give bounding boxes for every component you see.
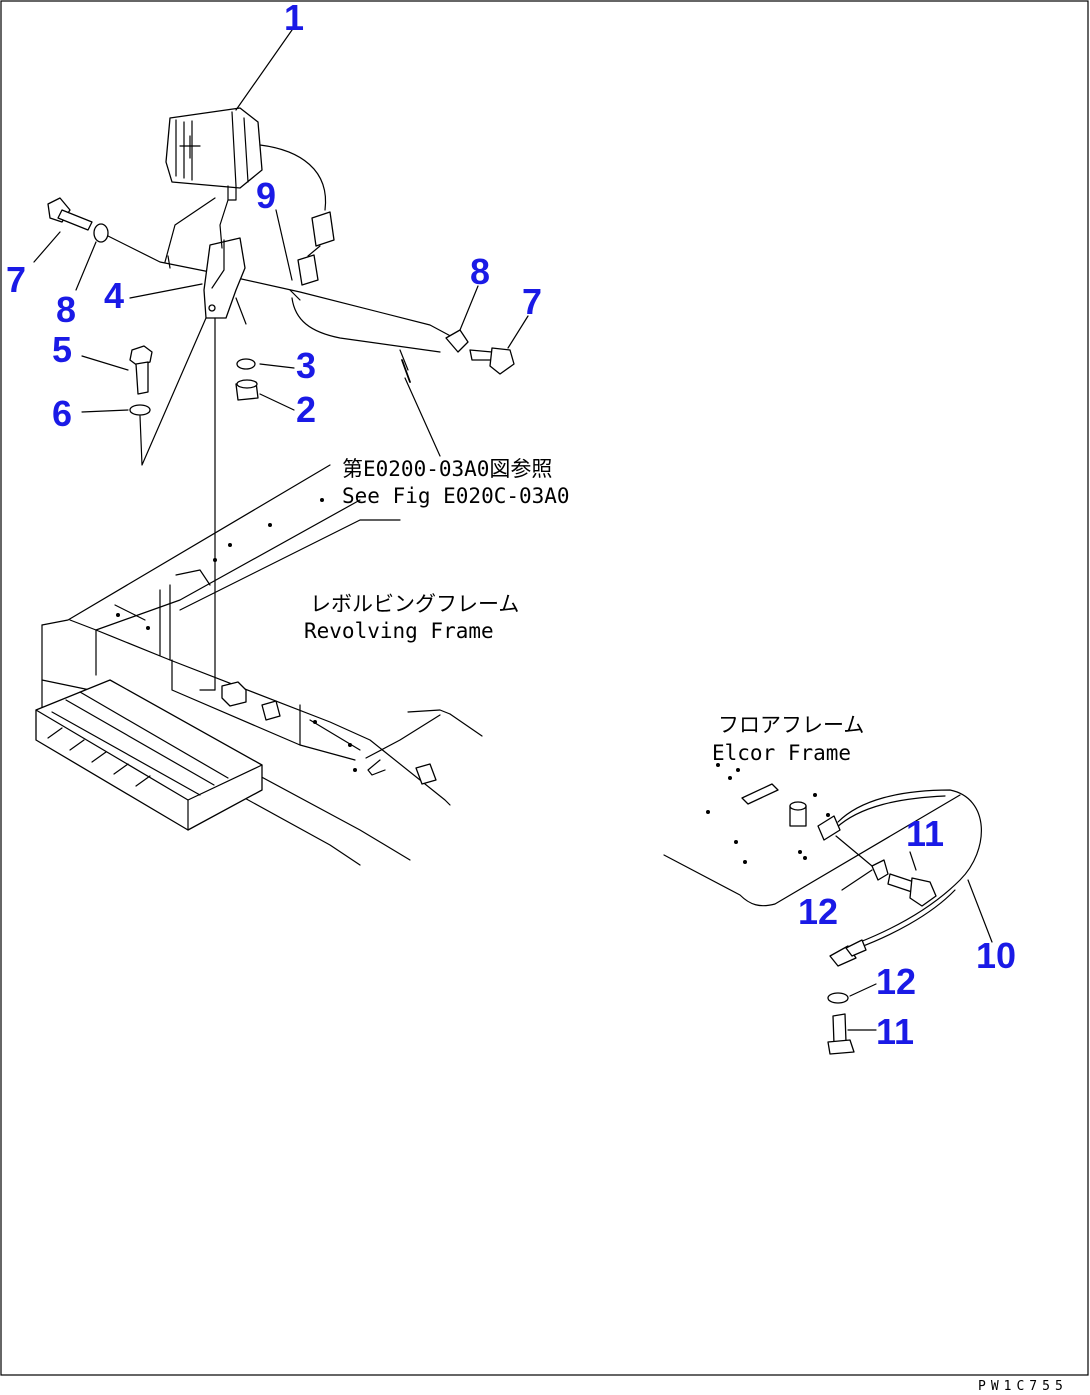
callout-1: 1 [284,0,304,38]
callout-4: 4 [104,275,124,316]
callout-3: 3 [296,345,316,386]
mount-block-1 [221,681,247,707]
work-lamp [165,107,263,201]
callout-12-upper: 12 [798,891,838,932]
callout-11-upper: 11 [906,813,944,854]
leader-lines [33,29,993,1031]
callout-12-lower: 12 [876,961,916,1002]
step-tray [35,679,263,831]
washer-8-left [93,223,109,243]
reference-note-en: See Fig E020C-03A0 [342,484,570,508]
cable-terminal-lower [829,939,867,967]
ground-cable-10 [837,789,982,943]
bolt-11-upper [887,873,937,907]
reference-note-jp: 第E0200-03A0図参照 [342,457,552,481]
frame-harness [365,709,451,776]
callout-7-left: 7 [6,259,26,300]
floor-frame [663,763,961,907]
callout-8-right: 8 [470,251,490,292]
mount-block-3 [415,763,437,785]
callout-2: 2 [296,389,316,430]
washer-12-upper [871,859,889,881]
callout-11-lower: 11 [876,1011,914,1052]
washer-8-right [445,329,469,353]
callout-8-left: 8 [56,289,76,330]
washer-12-lower [827,992,849,1004]
bolt-5 [129,345,153,395]
revolving-frame-label-jp: レボルビングフレーム [310,592,519,616]
connector-upper [311,211,335,247]
floor-slot [741,783,779,805]
revolving-frame [41,464,451,866]
harness-wire [291,297,441,353]
revolving-frame-label-en: Revolving Frame [304,619,494,643]
bolt-7-right [469,347,515,375]
drawing-code: PW1C755 [978,1379,1068,1394]
cable-terminal-upper [817,815,841,841]
bolt-7-left [47,197,93,231]
callout-9: 9 [256,175,276,216]
washer-3 [236,358,256,370]
floor-frame-label-en: Elcor Frame [712,741,851,765]
nut-2 [235,379,259,401]
mount-block-2 [261,700,281,721]
connector-lower [297,254,319,286]
callout-6: 6 [52,393,72,434]
lamp-cable [259,144,327,211]
floor-boss [789,801,807,827]
lamp-axis-line [107,235,459,341]
bracket-4 [203,237,246,319]
bolt-11-lower [827,1013,855,1055]
callout-5: 5 [52,329,72,370]
callout-7-right: 7 [522,281,542,322]
floor-frame-label-jp: フロアフレーム [718,713,864,737]
callout-10: 10 [976,935,1016,976]
washer-6 [129,404,151,416]
